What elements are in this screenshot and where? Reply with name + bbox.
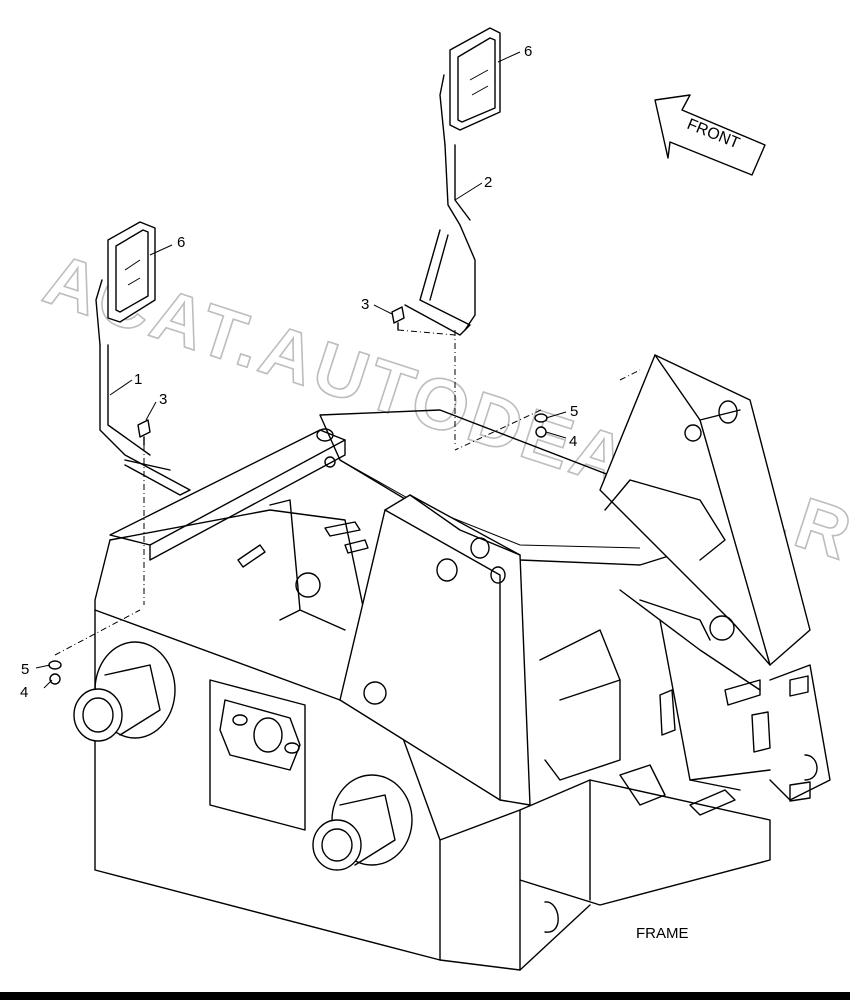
callout-6-right: 6 <box>524 43 532 60</box>
callout-2: 2 <box>484 174 492 191</box>
right-mirror-assembly <box>404 27 501 336</box>
leader-lines <box>35 51 567 689</box>
bottom-border <box>0 992 850 1000</box>
frame-body <box>94 354 831 971</box>
small-hardware <box>48 306 548 685</box>
callout-5-right: 5 <box>570 403 578 420</box>
access-panel <box>209 679 306 831</box>
callout-3-right: 3 <box>361 296 369 313</box>
assembly-lines <box>54 329 641 656</box>
front-arrow: FRONT <box>654 94 766 176</box>
hitch-cone-left <box>73 641 176 742</box>
callout-4-left: 4 <box>20 684 28 701</box>
callouts: 1 2 3 3 4 4 5 5 6 6 <box>20 43 578 701</box>
left-mirror-assembly <box>95 221 191 496</box>
callout-1: 1 <box>134 371 142 388</box>
callout-4-right: 4 <box>569 433 577 450</box>
callout-6-left: 6 <box>177 234 185 251</box>
hitch-cone-right <box>312 774 413 871</box>
frame-label: FRAME <box>636 925 689 942</box>
callout-5-left: 5 <box>21 661 29 678</box>
callout-3-left: 3 <box>159 391 167 408</box>
